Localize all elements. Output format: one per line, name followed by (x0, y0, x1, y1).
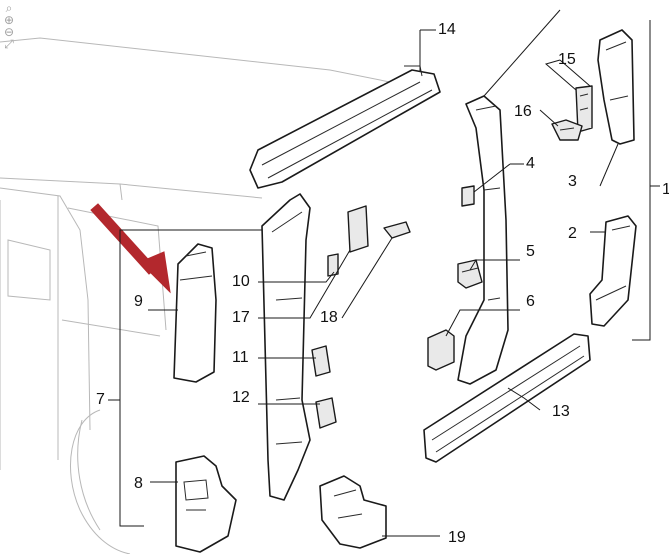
zoom-controls: ⌕ ⊕ ⊖ ⤢ (0, 0, 20, 54)
callout-label[interactable]: 8 (134, 475, 143, 492)
callout-label[interactable]: 5 (526, 243, 535, 260)
part-2-lower-trim[interactable] (589, 215, 637, 327)
part-6-block[interactable] (427, 329, 455, 371)
part-17-cover[interactable] (347, 205, 369, 253)
part-19-bracket[interactable] (319, 475, 387, 549)
part-8-lower-cover[interactable] (175, 455, 237, 553)
part-centre-pillar-trim[interactable] (261, 193, 311, 501)
callout-label[interactable]: 14 (438, 21, 456, 38)
callout-label[interactable]: 9 (134, 293, 143, 310)
callout-label[interactable]: 7 (96, 391, 105, 408)
callout-label[interactable]: 3 (568, 173, 577, 190)
callout-label[interactable]: 17 (232, 309, 250, 326)
highlight-arrow (90, 203, 171, 294)
callout-label[interactable]: 19 (448, 529, 466, 546)
callout-label[interactable]: 10 (232, 273, 250, 290)
part-15-clip[interactable] (575, 85, 593, 133)
part-18-clip[interactable] (383, 221, 411, 239)
callout-label[interactable]: 18 (320, 309, 338, 326)
part-5-clip[interactable] (457, 259, 483, 289)
callout-label[interactable]: 12 (232, 389, 250, 406)
part-9-pillar-cover[interactable] (173, 243, 217, 383)
callout-label[interactable]: 16 (514, 103, 532, 120)
part-10-clip[interactable] (327, 253, 339, 277)
callout-numbers: 14 15 16 4 3 1 2 5 6 13 10 9 17 18 11 12… (96, 21, 669, 546)
part-16-fastener[interactable] (551, 119, 583, 141)
callout-label[interactable]: 11 (232, 349, 249, 366)
callout-label[interactable]: 13 (552, 403, 570, 420)
leader-lines (108, 9, 660, 537)
callout-label[interactable]: 6 (526, 293, 535, 310)
part-4-plug[interactable] (461, 185, 475, 207)
part-rear-pillar-trim[interactable] (457, 95, 509, 385)
callout-label[interactable]: 2 (568, 225, 577, 242)
callout-label[interactable]: 15 (558, 51, 576, 68)
part-13-sill-trim[interactable] (423, 333, 591, 463)
part-12-clip[interactable] (315, 397, 337, 429)
zoom-reset-icon[interactable]: ⤢ (4, 37, 14, 51)
part-14-roof-trim[interactable] (249, 65, 441, 189)
part-3-pillar-trim[interactable] (597, 29, 635, 145)
part-11-clip[interactable] (311, 345, 331, 377)
callout-label[interactable]: 4 (526, 155, 535, 172)
callout-label[interactable]: 1 (662, 181, 669, 198)
zoom-out-icon[interactable]: ⊖ (3, 25, 15, 39)
zoom-in-icon[interactable]: ⊕ (3, 13, 15, 27)
zoom-icon[interactable]: ⌕ (5, 1, 13, 15)
